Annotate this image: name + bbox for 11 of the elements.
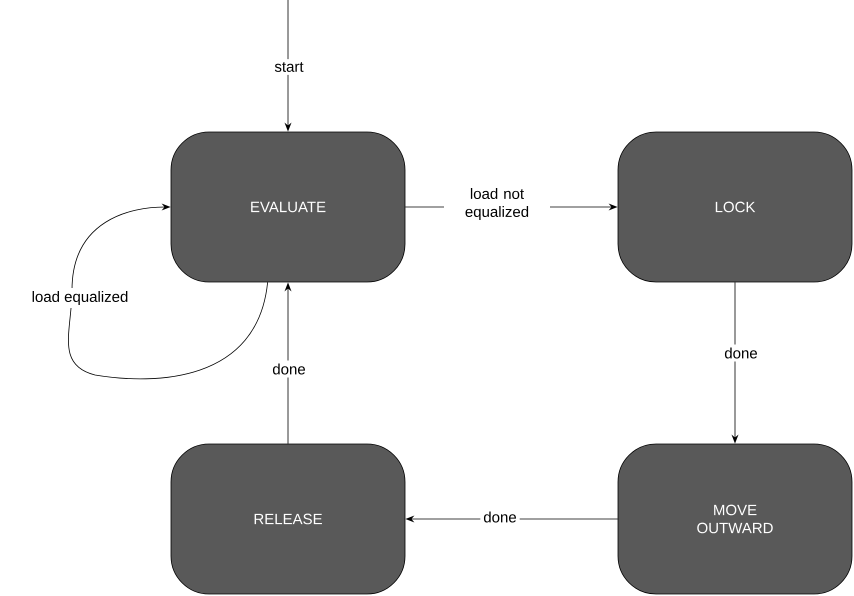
state-box: MOVE OUTWARD — [618, 444, 852, 594]
state-box: EVALUATE — [170, 132, 406, 282]
state-box: LOCK — [618, 132, 852, 282]
state-box: RELEASE — [170, 444, 406, 594]
edge-label: load equalized — [28, 288, 132, 308]
edge-label: start — [271, 59, 307, 75]
edge-label: done — [480, 508, 520, 526]
edge-label: load not equalized — [444, 185, 550, 223]
arrow — [68, 203, 268, 380]
edge-label: done — [269, 360, 309, 378]
edge-label: done — [721, 344, 761, 362]
